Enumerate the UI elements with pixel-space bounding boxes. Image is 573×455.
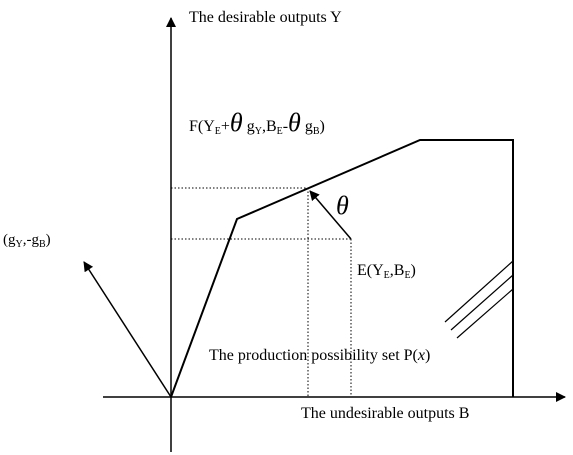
theta-label: θ <box>336 191 349 220</box>
hatching <box>444 260 514 339</box>
direction-vector-arrow <box>83 261 172 398</box>
production-frontier <box>170 139 514 398</box>
production-set-label: The production possibility set P(x) <box>209 347 430 364</box>
hatch-line-3 <box>456 288 514 339</box>
point-e-label: E(YE,BE) <box>357 262 416 281</box>
y-axis-label: The desirable outputs Y <box>189 9 342 26</box>
projection-guides <box>171 187 352 397</box>
direction-vector-label: (gY,-gB) <box>3 232 51 250</box>
hatch-line-1 <box>444 260 514 323</box>
x-axis-label: The undesirable outputs B <box>301 405 469 422</box>
theta-arrow <box>309 190 352 240</box>
hatch-line-2 <box>450 274 514 331</box>
point-f-label: F(YE+θ gY,BE-θ gB) <box>189 108 325 137</box>
